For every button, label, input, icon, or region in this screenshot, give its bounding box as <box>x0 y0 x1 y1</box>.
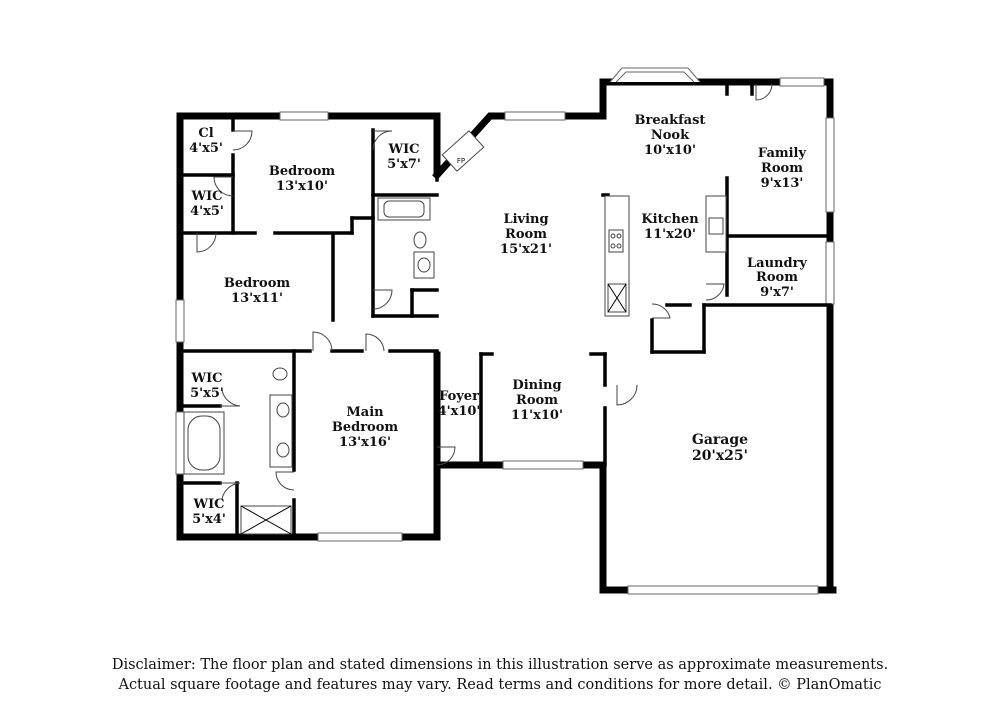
room-name: Cl <box>198 126 213 141</box>
room-name: Kitchen <box>641 212 699 227</box>
floor-plan: Cl 4'x5' Bedroom 13'x10' WIC 5'x7' WIC 4… <box>175 67 837 595</box>
room-laundry: Laundry Room 9'x7' <box>747 256 807 300</box>
room-name: Dining <box>512 378 561 393</box>
room-name: WIC <box>190 189 222 204</box>
room-wic-bath2: WIC 5'x4' <box>192 497 226 527</box>
room-name: Living <box>503 212 548 227</box>
room-closet: Cl 4'x5' <box>189 126 223 156</box>
room-name: Room <box>756 270 798 285</box>
room-name: Bedroom <box>269 164 336 179</box>
room-dim: 5'x5' <box>190 386 224 401</box>
room-dim: 13'x16' <box>339 435 391 450</box>
room-breakfast: Breakfast Nook 10'x10' <box>635 113 706 158</box>
room-name: Room <box>516 393 558 408</box>
room-name: WIC <box>387 142 419 157</box>
disclaimer-line-1: Disclaimer: The floor plan and stated di… <box>111 657 889 673</box>
room-living: Living Room 15'x21' <box>500 212 552 257</box>
room-wic-bath1: WIC 5'x5' <box>190 371 224 401</box>
room-name: Main <box>346 405 384 420</box>
room-name: Breakfast <box>635 113 706 128</box>
room-dim: 4'x10' <box>438 404 481 419</box>
room-dim: 4'x5' <box>189 141 223 156</box>
room-bedroom-top: Bedroom 13'x10' <box>269 164 336 194</box>
room-main-bedroom: Main Bedroom 13'x16' <box>332 405 399 450</box>
room-name: Family <box>758 146 807 161</box>
room-foyer: Foyer 4'x10' <box>438 389 481 419</box>
room-family: Family Room 9'x13' <box>758 146 807 191</box>
room-name: Room <box>505 227 547 242</box>
room-dim: 5'x7' <box>387 157 421 172</box>
room-dim: 20'x25' <box>692 448 748 464</box>
room-name: Bedroom <box>224 276 291 291</box>
room-wic-top: WIC 5'x7' <box>387 142 421 172</box>
fixtures <box>183 130 727 535</box>
room-dim: 5'x4' <box>192 512 226 527</box>
room-dining: Dining Room 11'x10' <box>511 378 563 423</box>
room-bedroom-mid: Bedroom 13'x11' <box>224 276 291 306</box>
interior-walls <box>178 80 832 539</box>
room-wic-left: WIC 4'x5' <box>190 189 224 219</box>
room-name: Garage <box>692 432 748 448</box>
room-name: WIC <box>192 497 224 512</box>
room-dim: 10'x10' <box>644 143 696 158</box>
room-dim: 9'x13' <box>761 176 804 191</box>
room-name: Nook <box>651 128 690 143</box>
room-dim: 15'x21' <box>500 242 552 257</box>
room-name: WIC <box>190 371 222 386</box>
room-labels: Cl 4'x5' Bedroom 13'x10' WIC 5'x7' WIC 4… <box>189 113 807 527</box>
room-dim: 11'x10' <box>511 408 563 423</box>
room-kitchen: Kitchen 11'x20' <box>641 212 699 242</box>
room-dim: 13'x11' <box>231 291 283 306</box>
room-name: Room <box>761 161 803 176</box>
room-garage: Garage 20'x25' <box>692 432 748 464</box>
fireplace-label: FP <box>457 157 465 165</box>
room-dim: 13'x10' <box>276 179 328 194</box>
room-name: Laundry <box>747 256 807 271</box>
doors <box>196 83 773 500</box>
room-dim: 9'x7' <box>760 285 794 300</box>
disclaimer: Disclaimer: The floor plan and stated di… <box>0 655 1000 695</box>
room-dim: 11'x20' <box>644 227 696 242</box>
disclaimer-line-2: Actual square footage and features may v… <box>118 677 882 693</box>
windows <box>175 67 835 595</box>
room-name: Bedroom <box>332 420 399 435</box>
room-dim: 4'x5' <box>190 204 224 219</box>
room-name: Foyer <box>439 389 479 404</box>
